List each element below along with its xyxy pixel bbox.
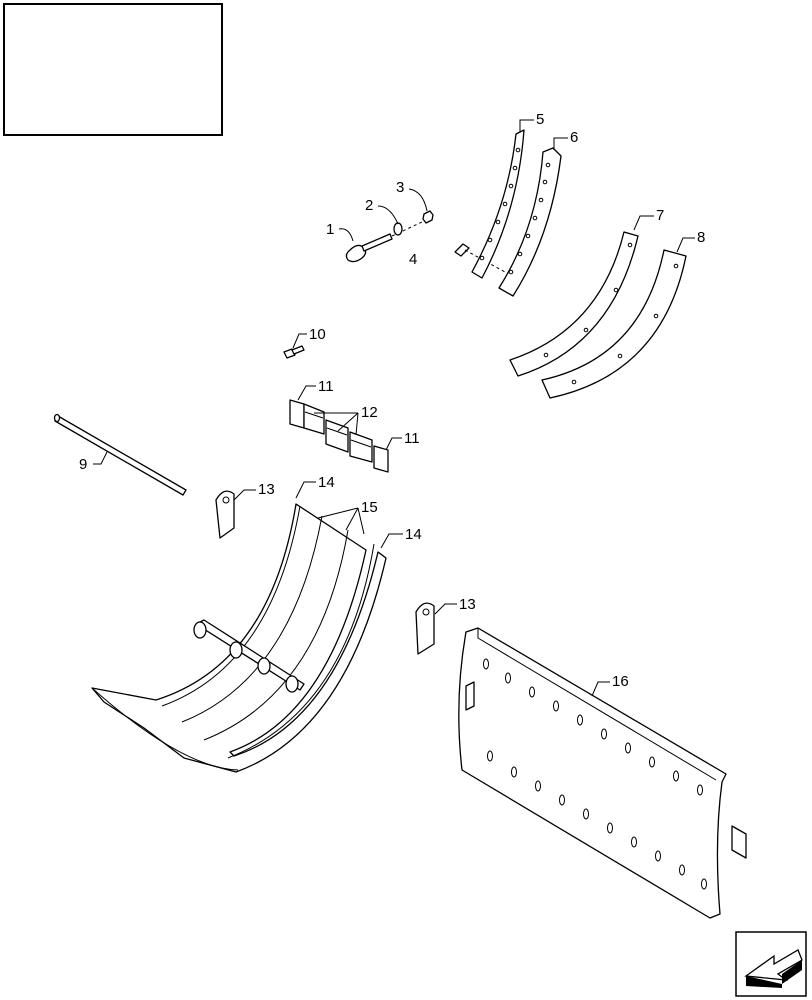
title-box [3,3,223,136]
clip-part [454,243,506,273]
bar-part-8 [541,249,687,399]
strip-part-5 [471,129,525,279]
arrow-icon[interactable] [735,931,807,997]
concave-frame [91,503,387,773]
callout-13-upper: 13 [258,481,275,498]
callout-12: 12 [361,404,378,421]
callout-15: 15 [361,499,378,516]
callout-13-lower: 13 [459,596,476,613]
bolt-part [345,221,423,263]
tab-part-lower [415,602,435,655]
callout-11-lower: 11 [404,430,420,447]
small-bolt-part [283,345,305,359]
callout-11-upper: 11 [318,378,334,395]
callout-8: 8 [697,229,705,246]
grate-assembly [289,399,389,473]
callout-4: 4 [409,251,417,268]
tab-part-upper [215,490,235,539]
bar-part-7 [509,231,639,377]
callout-14-upper: 14 [318,474,335,491]
callout-7: 7 [656,207,664,224]
callout-14-lower: 14 [405,526,422,543]
callouts: 1 2 3 4 5 6 7 8 9 10 11 11 12 13 13 14 1… [79,111,705,697]
washer-part [393,222,403,236]
callout-1: 1 [326,221,334,238]
callout-5: 5 [536,111,544,128]
callout-2: 2 [365,197,373,214]
rod-part [53,413,187,496]
plate-slots [483,658,707,890]
nut-part [422,210,434,224]
callout-6: 6 [570,129,578,146]
perforated-plate [458,627,747,919]
callout-9: 9 [79,456,87,473]
strip-part-6 [498,147,562,297]
callout-10: 10 [309,326,326,343]
callout-16: 16 [612,673,629,690]
callout-3: 3 [396,179,404,196]
